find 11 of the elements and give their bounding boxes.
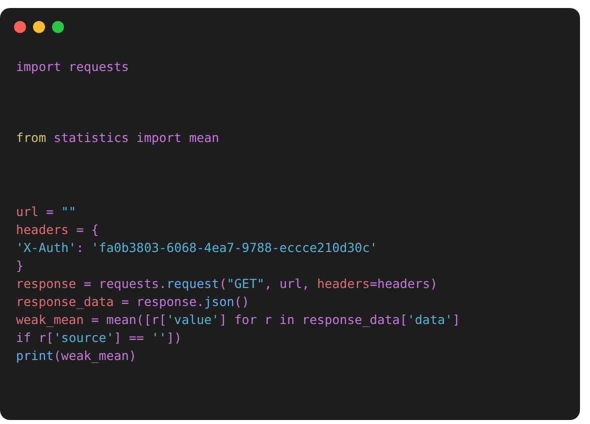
code-line: url = "": [16, 203, 76, 221]
code-line: if r['source'] == '']): [16, 329, 182, 347]
code-line: headers = {: [16, 221, 99, 239]
code-line: response_data = response.json(): [16, 293, 250, 311]
code-line: weak_mean = mean([r['value'] for r in response_data['data']: [16, 311, 460, 329]
code-line: 'X-Auth': 'fa0b3803-6068-4ea7-9788-eccce210d30c': [16, 239, 378, 257]
code-line: }: [16, 257, 24, 275]
code-line: print(weak_mean): [16, 347, 136, 365]
code-line: from statistics import mean: [16, 129, 220, 147]
code-line: import requests: [16, 58, 129, 76]
code-line: response = requests.request("GET", url, headers=headers): [16, 275, 438, 293]
